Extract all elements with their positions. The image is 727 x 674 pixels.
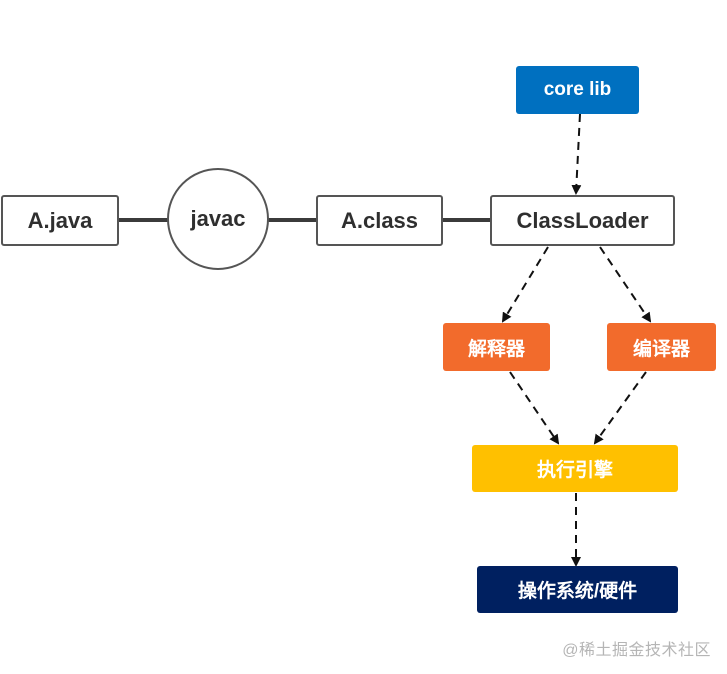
compiler-node: 编译器 [607,323,716,371]
watermark-text: @稀土掘金技术社区 [562,642,711,659]
os-hardware-node: 操作系统/硬件 [477,566,678,613]
arrow-compiler-engine [593,371,647,445]
arrow-classloader-compiler [599,246,652,323]
execution-engine-node: 执行引擎 [472,445,678,492]
classloader-node: ClassLoader [490,195,675,246]
a-java-node: A.java [1,195,119,246]
interpreter-node: 解释器 [443,323,550,371]
a-class-node: A.class [316,195,443,246]
javac-node: javac [167,168,269,270]
core-lib-node: core lib [516,66,639,114]
arrow-corelib-classloader [571,113,582,195]
arrow-interpreter-engine [509,371,560,445]
arrow-classloader-interpreter [501,246,549,323]
